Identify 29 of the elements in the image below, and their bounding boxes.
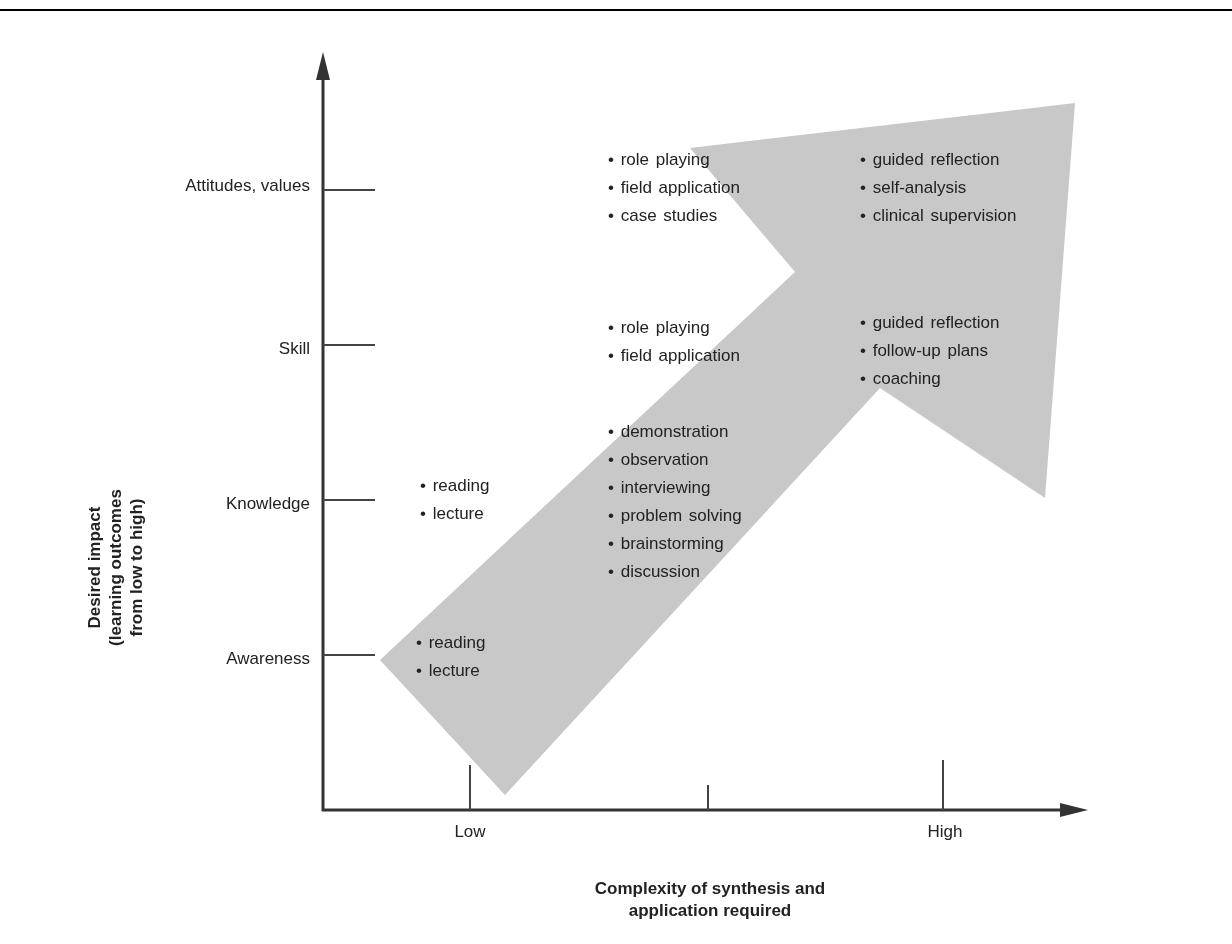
list-item: • reading xyxy=(416,633,486,653)
tick-label: Attitudes, values xyxy=(184,175,310,197)
tick-label: Low xyxy=(453,821,487,843)
list-item: • guided reflection xyxy=(860,150,1000,170)
tick-label: High xyxy=(926,821,964,843)
list-item: • brainstorming xyxy=(608,534,724,554)
list-item: • lecture xyxy=(416,661,480,681)
list-item: • guided reflection xyxy=(860,313,1000,333)
list-item: • reading xyxy=(420,476,490,496)
list-item: • clinical supervision xyxy=(860,206,1017,226)
list-item: • observation xyxy=(608,450,709,470)
tick-label: Skill xyxy=(277,338,310,360)
list-item: • follow-up plans xyxy=(860,341,989,361)
list-item: • discussion xyxy=(608,562,701,582)
list-item: • case studies xyxy=(608,206,718,226)
axis-title: Desired impact (learning outcomes from low to high) xyxy=(83,488,147,648)
list-item: • field application xyxy=(608,346,740,366)
list-item: • field application xyxy=(608,178,740,198)
list-item: • coaching xyxy=(860,369,941,389)
list-item: • demonstration xyxy=(608,422,729,442)
list-item: • role playing xyxy=(608,150,710,170)
list-item: • interviewing xyxy=(608,478,711,498)
list-item: • lecture xyxy=(420,504,484,524)
tick-label: Knowledge xyxy=(224,493,310,515)
list-item: • self-analysis xyxy=(860,178,967,198)
list-item: • role playing xyxy=(608,318,710,338)
tick-label: Awareness xyxy=(225,648,310,670)
axis-title: Complexity of synthesis and application required xyxy=(593,878,827,922)
list-item: • problem solving xyxy=(608,506,742,526)
